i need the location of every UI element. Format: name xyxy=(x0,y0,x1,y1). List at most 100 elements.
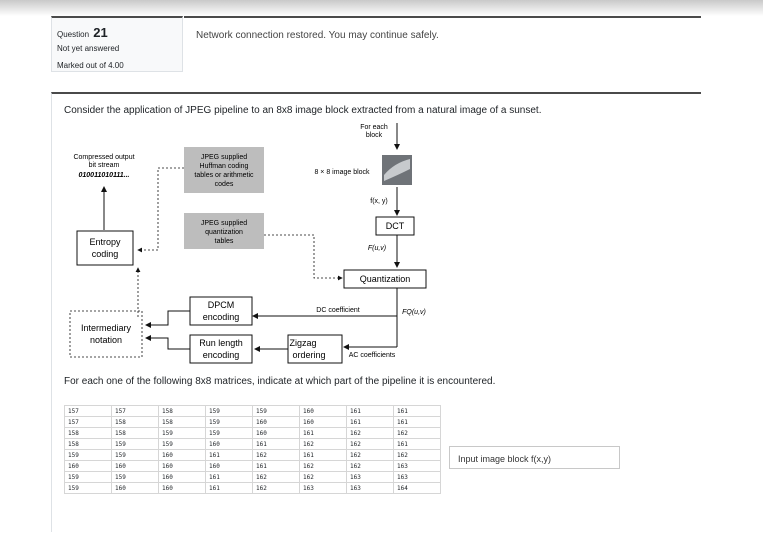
matrix-cell: 159 xyxy=(158,427,206,439)
compressed-output-label: Compressed output xyxy=(73,154,134,161)
matrix-cell: 162 xyxy=(252,482,300,494)
image-block-label: 8 × 8 image block xyxy=(314,169,370,176)
dct-label: DCT xyxy=(386,221,405,231)
matrix-cell: 162 xyxy=(346,449,394,461)
matrix-cell: 162 xyxy=(299,471,347,483)
intermediary-notation-box xyxy=(69,310,143,358)
quanttab-dashed-arrow xyxy=(264,234,343,281)
matrix-cell: 159 xyxy=(64,482,112,494)
matrix-cell: 159 xyxy=(252,405,300,417)
huffman-tables-box xyxy=(184,147,264,193)
quantization-tables-box xyxy=(184,213,264,249)
matrix-cell: 162 xyxy=(346,460,394,472)
top-shadow xyxy=(0,0,763,16)
rle-line-2: encoding xyxy=(203,350,240,360)
rle-line-1: Run length xyxy=(199,338,243,348)
matrix-cell: 162 xyxy=(252,449,300,461)
matrix-cell: 159 xyxy=(158,438,206,450)
matrix-cell: 159 xyxy=(111,471,159,483)
matrix-cell: 160 xyxy=(252,416,300,428)
matrix-cell: 161 xyxy=(252,438,300,450)
matrix-cell: 158 xyxy=(158,416,206,428)
matrix-cell: 161 xyxy=(346,405,394,417)
quanttab-line-3: tables xyxy=(215,238,234,245)
matrix-cell: 157 xyxy=(64,405,112,417)
matrix-cell: 163 xyxy=(393,471,441,483)
matrix-cell: 160 xyxy=(299,416,347,428)
matrix-cell: 161 xyxy=(299,449,347,461)
zigzag-ordering-box xyxy=(287,334,343,364)
for-each-label: For each xyxy=(360,124,388,131)
matrix-cell: 158 xyxy=(64,427,112,439)
matrix-cell: 161 xyxy=(252,460,300,472)
matrix-cell: 163 xyxy=(393,460,441,472)
connection-notice: Network connection restored. You may con… xyxy=(196,30,439,41)
matrix-cell: 162 xyxy=(299,460,347,472)
huffman-line-4: codes xyxy=(215,181,234,188)
matrix-cell: 160 xyxy=(111,460,159,472)
intermediary-line-2: notation xyxy=(90,335,122,345)
fxy-label: f(x, y) xyxy=(370,198,388,205)
matrix-cell: 161 xyxy=(299,427,347,439)
matrix-cell: 160 xyxy=(111,482,159,494)
matrix-cell: 159 xyxy=(64,449,112,461)
quantization-box xyxy=(343,269,427,289)
matrix-cell: 160 xyxy=(64,460,112,472)
matrix-cell: 159 xyxy=(111,438,159,450)
matrix-cell: 161 xyxy=(205,449,253,461)
dc-coefficient-label: DC coefficient xyxy=(316,307,360,314)
intermediary-line-1: Intermediary xyxy=(81,323,132,333)
question-text: Consider the application of JPEG pipelin… xyxy=(64,105,542,116)
matrix-cell: 159 xyxy=(205,416,253,428)
huffman-dashed-arrow xyxy=(137,167,184,253)
jpeg-pipeline-diagram: For each block Compressed output bit str… xyxy=(69,123,427,364)
zigzag-line-2: ordering xyxy=(292,350,325,360)
block-label: block xyxy=(366,132,383,139)
matrix-cell: 159 xyxy=(205,427,253,439)
matrix-cell: 162 xyxy=(393,449,441,461)
matrix-cell: 161 xyxy=(346,416,394,428)
huffman-line-1: JPEG supplied xyxy=(201,154,247,161)
question-mark: Marked out of 4.00 xyxy=(57,61,124,70)
matrix-cell: 163 xyxy=(346,482,394,494)
matrix-cell: 162 xyxy=(252,471,300,483)
matrix-cell: 164 xyxy=(393,482,441,494)
answer-dropdown[interactable]: Input image block f(x,y) xyxy=(449,446,620,469)
matrix-cell: 157 xyxy=(64,416,112,428)
question-label: Question 21 xyxy=(57,25,108,40)
matrix-cell: 160 xyxy=(205,460,253,472)
matrix-cell: 159 xyxy=(111,449,159,461)
quanttab-line-1: JPEG supplied xyxy=(201,220,247,227)
fquv-label: FQ(u,v) xyxy=(402,309,426,316)
bit-stream-label: bit stream xyxy=(89,162,120,169)
entropy-line-1: Entropy xyxy=(89,237,121,247)
matrix-cell: 163 xyxy=(299,482,347,494)
matrix-cell: 161 xyxy=(205,471,253,483)
matrix-cell: 162 xyxy=(346,427,394,439)
matrix-cell: 160 xyxy=(158,471,206,483)
matrix-cell: 161 xyxy=(393,416,441,428)
entropy-line-2: coding xyxy=(92,249,119,259)
matrix-cell: 161 xyxy=(393,405,441,417)
matrix-cell: 160 xyxy=(205,438,253,450)
entropy-coding-box xyxy=(76,230,134,266)
dpcm-line-2: encoding xyxy=(203,312,240,322)
quanttab-line-2: quantization xyxy=(205,229,243,236)
matrix-cell: 159 xyxy=(205,405,253,417)
bitstream-value: 010011010111... xyxy=(79,172,130,179)
matrix-cell: 159 xyxy=(64,471,112,483)
huffman-line-2: Huffman coding xyxy=(200,163,249,170)
dpcm-line-1: DPCM xyxy=(208,300,235,310)
matrix-cell: 160 xyxy=(158,460,206,472)
dpcm-to-intermediary-arrow xyxy=(145,310,190,328)
matrix-cell: 160 xyxy=(158,482,206,494)
image-block-texture xyxy=(384,159,410,181)
